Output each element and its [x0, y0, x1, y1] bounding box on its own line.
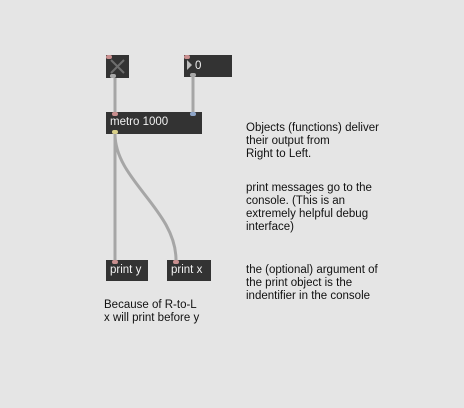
- comment-argument: the (optional) argument of the print obj…: [246, 264, 378, 303]
- metro-label: metro 1000: [110, 116, 169, 128]
- print-y-object[interactable]: print y: [106, 260, 148, 281]
- number-value: 0: [195, 60, 202, 72]
- toggle-object[interactable]: [106, 55, 129, 78]
- print-y-inlet[interactable]: [112, 260, 118, 264]
- cord-metro-to-print-x[interactable]: [113, 133, 178, 261]
- comment-line: Because of R-to-L: [104, 299, 197, 311]
- comment-line: interface): [246, 221, 294, 233]
- toggle-inlet[interactable]: [106, 55, 112, 59]
- comment-line: the (optional) argument of: [246, 264, 378, 276]
- print-x-inlet[interactable]: [173, 260, 179, 264]
- comment-line: print messages go to the: [246, 182, 372, 194]
- number-box[interactable]: 0: [184, 55, 232, 77]
- metro-outlet[interactable]: [112, 130, 118, 134]
- number-inlet[interactable]: [184, 55, 190, 59]
- number-outlet[interactable]: [190, 73, 196, 77]
- number-triangle-icon: [187, 60, 192, 70]
- comment-line: extremely helpful debug: [246, 208, 369, 220]
- comment-line: the print object is the: [246, 277, 353, 289]
- comment-line: console. (This is an: [246, 195, 346, 207]
- toggle-outlet[interactable]: [110, 74, 116, 78]
- toggle-x-icon: [110, 59, 125, 74]
- print-y-label: print y: [110, 264, 142, 276]
- print-x-label: print x: [171, 264, 203, 276]
- comment-line: Objects (functions) deliver: [246, 122, 379, 134]
- metro-right-inlet[interactable]: [190, 112, 196, 116]
- comment-console: print messages go to the console. (This …: [246, 182, 372, 234]
- metro-object[interactable]: metro 1000: [106, 112, 202, 134]
- comment-line: their output from: [246, 135, 330, 147]
- comment-line: x will print before y: [104, 312, 200, 324]
- print-x-object[interactable]: print x: [167, 260, 211, 281]
- comment-right-to-left: Objects (functions) deliver their output…: [246, 122, 379, 161]
- comment-line: indentifier in the console: [246, 290, 371, 302]
- metro-left-inlet[interactable]: [112, 112, 118, 116]
- comment-order-result: Because of R-to-L x will print before y: [104, 299, 199, 325]
- comment-line: Right to Left.: [246, 148, 312, 160]
